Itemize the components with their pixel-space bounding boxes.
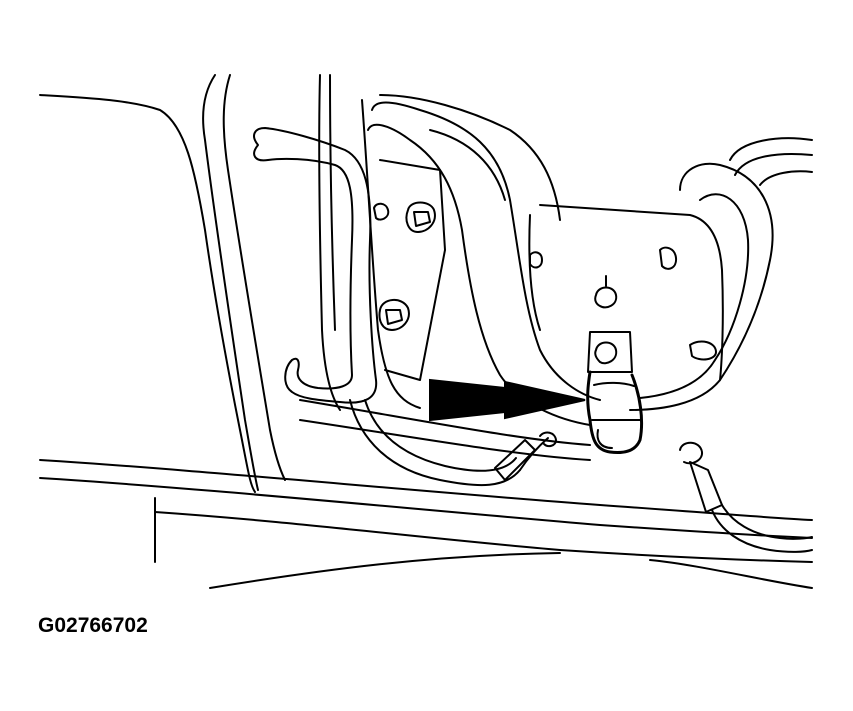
plate-bolt-top <box>594 275 618 309</box>
harness-connector-left <box>494 431 557 481</box>
bracket-bolt-lower <box>378 299 410 331</box>
retaining-clip <box>586 331 644 454</box>
locator-arrow-icon <box>429 378 586 422</box>
harness-connector-right <box>679 441 813 553</box>
frame-rails <box>39 399 813 589</box>
left-body-panel <box>39 74 286 493</box>
figure-code: G02766702 <box>38 614 148 637</box>
bracket-bolt-upper <box>405 201 436 233</box>
vertical-bracket <box>318 74 446 411</box>
center-plate <box>528 204 724 381</box>
clip-bolt <box>594 341 618 365</box>
small-bolt-left <box>373 202 390 221</box>
hook-hose <box>253 127 378 404</box>
right-hoses <box>629 137 813 411</box>
